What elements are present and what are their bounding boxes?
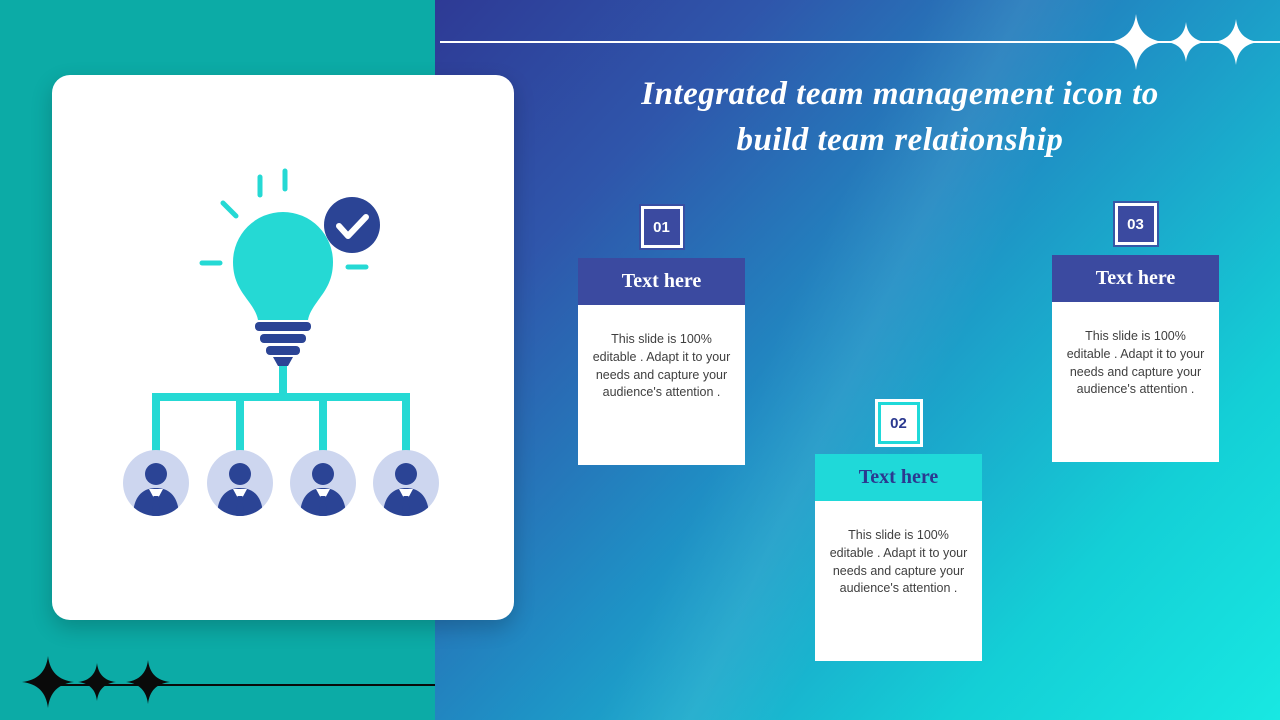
card-header[interactable]: Text here [1052,255,1219,302]
person-avatar-icon [290,450,356,517]
sparkle-icon [78,663,116,701]
bottom-divider-line [35,684,435,686]
title-line-2: build team relationship [736,121,1064,158]
slide-title: Integrated team management icon to build… [555,72,1245,163]
illustration-card [52,75,514,620]
team-avatars [123,450,439,517]
sparkle-icon [1213,19,1259,65]
checkmark-icon [324,197,380,253]
sparkle-icon [22,656,74,708]
number-badge: 03 [1114,203,1157,245]
info-card-03: 03 Text here This slide is 100% editable… [1052,203,1219,462]
card-body-text[interactable]: This slide is 100% editable . Adapt it t… [815,501,982,661]
sparkle-icon [1166,22,1206,62]
card-header[interactable]: Text here [578,258,745,305]
card-header[interactable]: Text here [815,454,982,501]
sparkle-icon [126,660,170,704]
card-body-text[interactable]: This slide is 100% editable . Adapt it t… [578,305,745,465]
title-line-1: Integrated team management icon to [641,76,1159,112]
sparkle-icon [1108,14,1164,70]
number-badge: 02 [877,402,920,444]
info-card-02: 02 Text here This slide is 100% editable… [815,402,982,661]
org-connector-lines [152,363,410,451]
team-lightbulb-illustration [52,168,514,620]
lightbulb-icon [199,168,369,366]
person-avatar-icon [373,450,439,517]
info-card-01: 01 Text here This slide is 100% editable… [578,206,745,465]
card-body-text[interactable]: This slide is 100% editable . Adapt it t… [1052,302,1219,462]
top-divider-line [440,41,1280,43]
number-badge: 01 [640,206,683,248]
person-avatar-icon [207,450,273,517]
person-avatar-icon [123,450,189,517]
